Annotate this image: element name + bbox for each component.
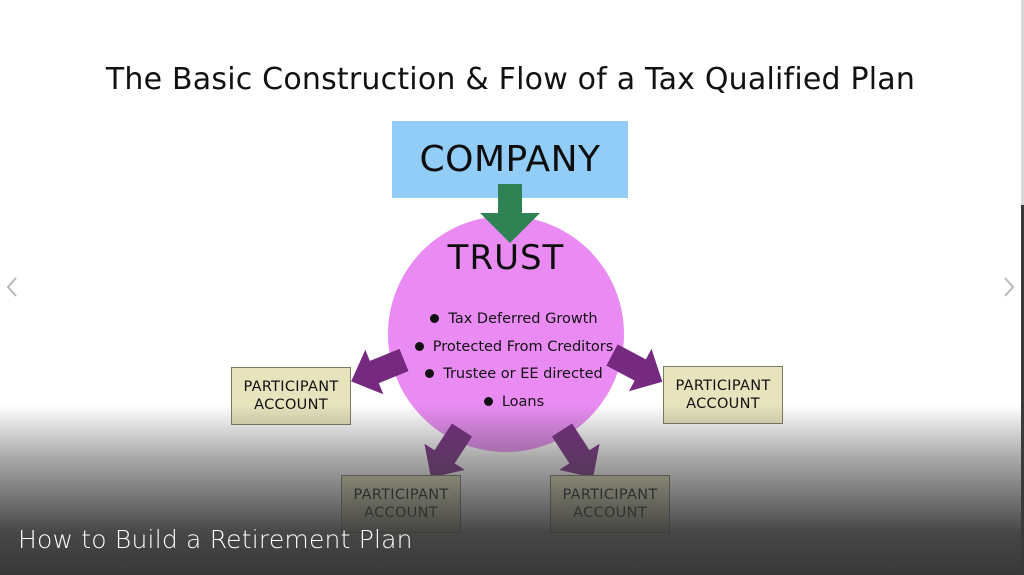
participant-account-right: PARTICIPANT ACCOUNT	[663, 366, 783, 424]
trust-to-account-arrow-right	[606, 344, 663, 392]
participant-account-bottom-right: PARTICIPANT ACCOUNT	[550, 475, 670, 533]
next-button[interactable]	[999, 272, 1019, 302]
company-to-trust-arrow	[480, 184, 540, 243]
trust-feature-item: Tax Deferred Growth	[404, 306, 624, 334]
account-label-line2: ACCOUNT	[686, 396, 760, 412]
trust-label: TRUST	[447, 238, 565, 278]
account-label-line1: PARTICIPANT	[243, 379, 339, 395]
chevron-right-icon	[1004, 277, 1015, 297]
account-label-line2: ACCOUNT	[364, 505, 438, 521]
chevron-left-icon	[6, 277, 17, 297]
bullet-icon	[414, 341, 424, 351]
account-label-line1: PARTICIPANT	[353, 487, 449, 503]
previous-button[interactable]	[2, 272, 22, 302]
bullet-icon	[425, 369, 435, 378]
trust-feature-text: Trustee or EE directed	[443, 366, 603, 382]
window-edge-dark	[1021, 205, 1024, 575]
bullet-icon	[483, 396, 493, 406]
video-caption: How to Build a Retirement Plan	[18, 525, 413, 554]
trust-feature-item: Trustee or EE directed	[404, 361, 624, 389]
trust-to-account-arrow-left	[351, 348, 409, 395]
company-label: COMPANY	[419, 139, 601, 180]
account-label-line1: PARTICIPANT	[562, 487, 658, 503]
bullet-icon	[430, 314, 440, 323]
slide-title: The Basic Construction & Flow of a Tax Q…	[105, 62, 916, 97]
trust-feature-text: Protected From Creditors	[432, 338, 614, 355]
account-label-line2: ACCOUNT	[254, 397, 328, 413]
company-box: COMPANY	[392, 121, 628, 198]
participant-account-left: PARTICIPANT ACCOUNT	[231, 367, 351, 425]
account-label-line2: ACCOUNT	[573, 505, 647, 521]
account-label-line1: PARTICIPANT	[675, 378, 771, 394]
trust-feature-text: Tax Deferred Growth	[448, 311, 598, 327]
trust-feature-item: Protected From Creditors	[404, 334, 624, 362]
